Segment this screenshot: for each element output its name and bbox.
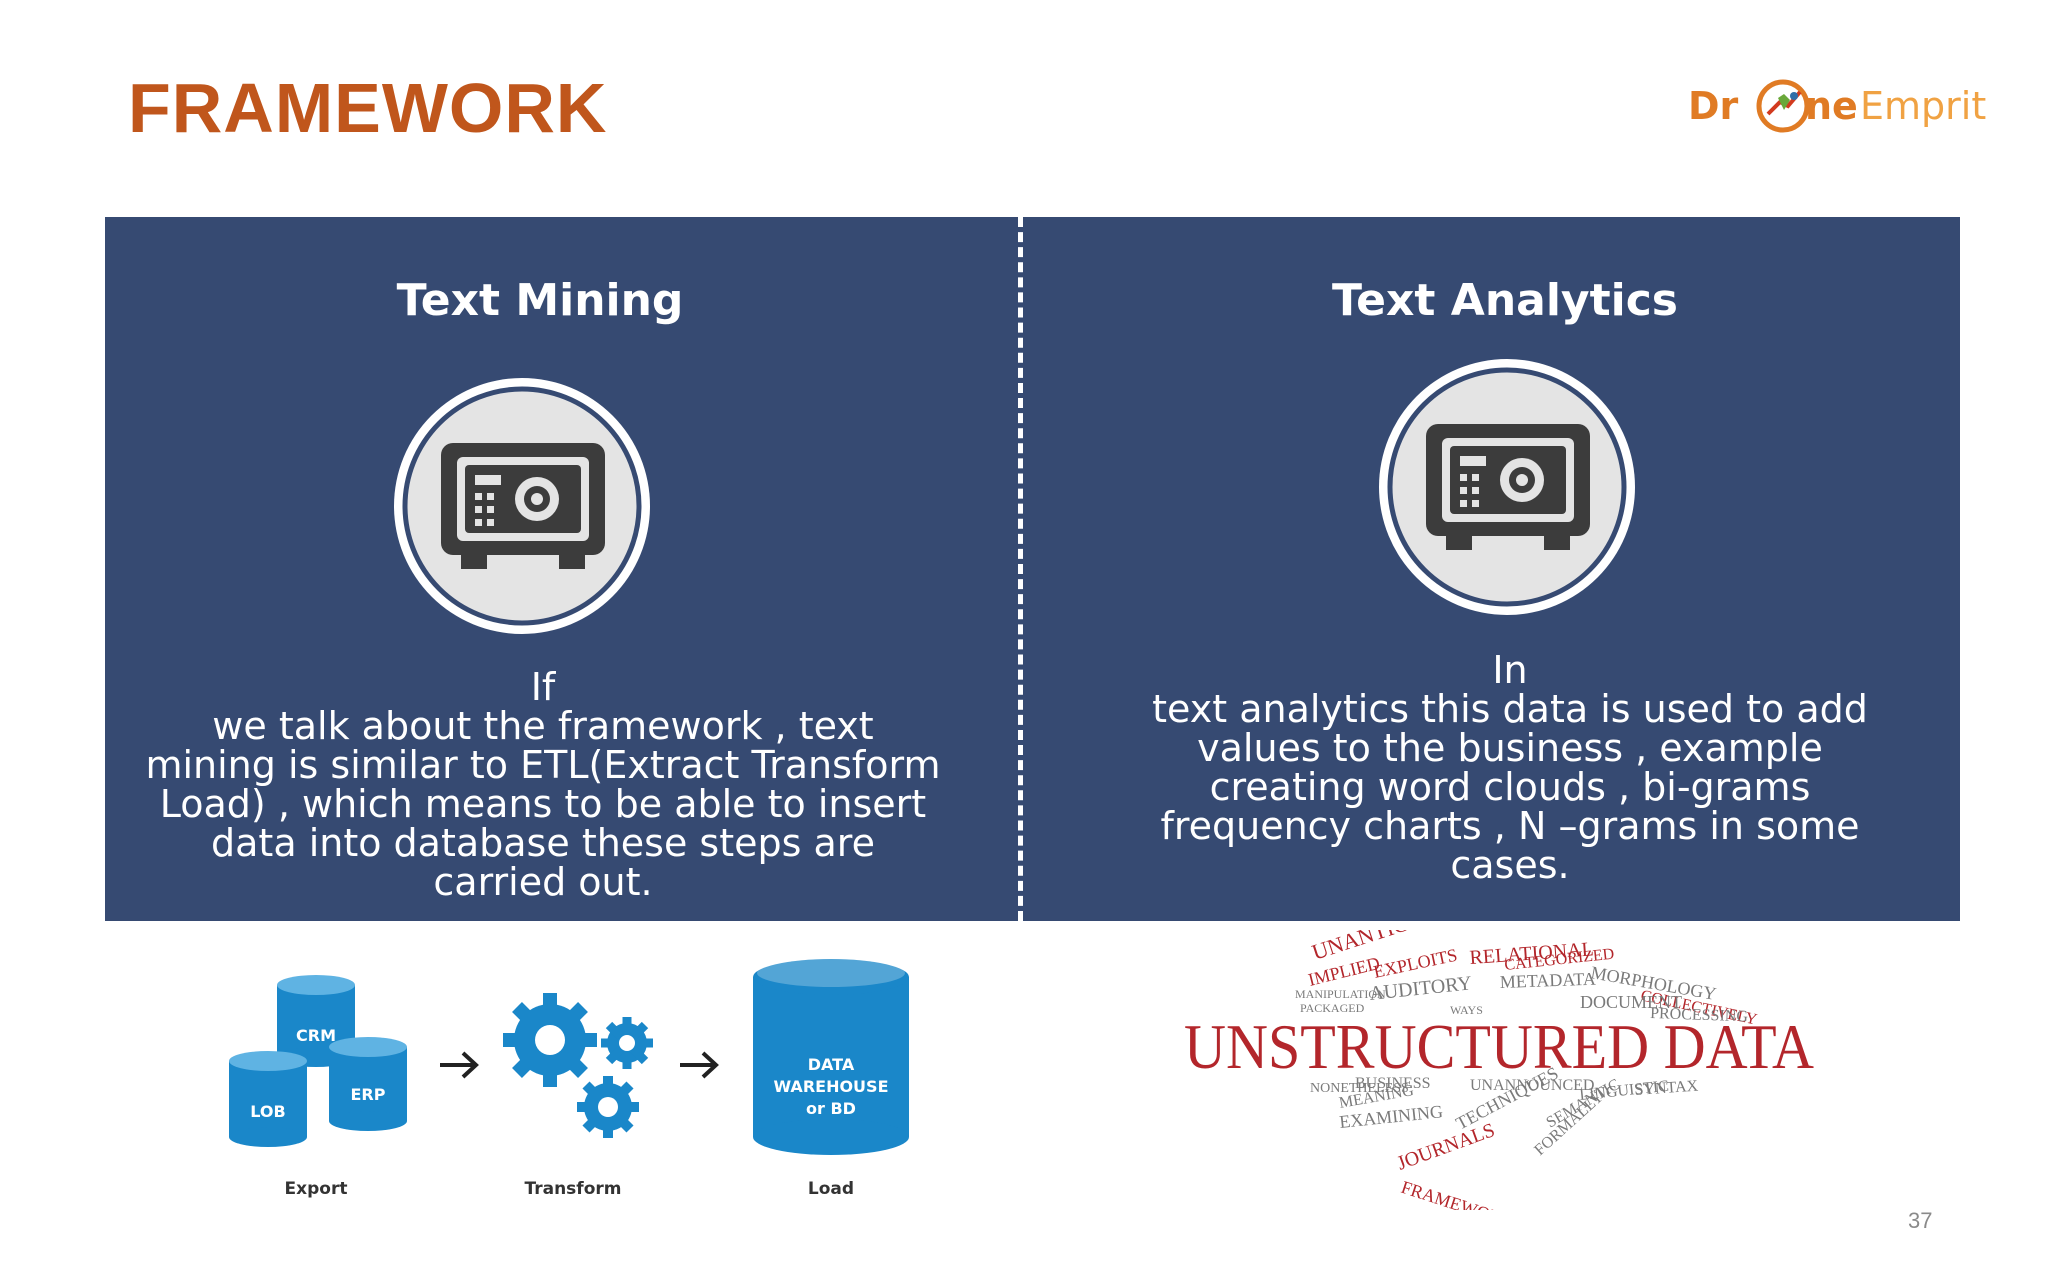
logo-text-emprit: Emprit: [1860, 84, 1987, 128]
etl-diagram: CRM ERP LOB DATA WAREHOUSE or BD Export …: [195, 935, 965, 1255]
arrow-icon: [680, 1051, 719, 1079]
lob-label: LOB: [250, 1102, 286, 1121]
erp-database-icon: [329, 1037, 407, 1131]
data-warehouse-icon: [753, 959, 909, 1155]
load-label: Load: [807, 1179, 855, 1199]
slide-title: FRAMEWORK: [128, 69, 608, 147]
word-cloud-word: UNANNOUNCED: [1470, 1077, 1594, 1094]
word-cloud-main-word: UNSTRUCTURED DATA: [1184, 1011, 1814, 1082]
export-label: Export: [284, 1179, 348, 1199]
text-analytics-body: In text analytics this data is used to a…: [1152, 648, 1868, 887]
safe-icon: [391, 375, 653, 637]
erp-label: ERP: [350, 1085, 386, 1104]
word-cloud-word: NONETHELESS: [1310, 1081, 1409, 1096]
warehouse-label-line2: WAREHOUSE: [773, 1077, 889, 1096]
arrow-icon: [440, 1051, 479, 1079]
gears-icon: [503, 993, 653, 1138]
word-cloud-word: METADATA: [1499, 969, 1596, 992]
droneemprit-logo: Dr ne Emprit: [1688, 74, 1986, 144]
word-cloud-word: JOURNALS: [1394, 1119, 1498, 1175]
warehouse-label-line1: DATA: [807, 1055, 855, 1074]
logo-text-ne: ne: [1805, 84, 1858, 128]
page-number: 37: [1908, 1208, 1933, 1233]
crm-label: CRM: [296, 1026, 336, 1045]
transform-label: Transform: [524, 1179, 622, 1199]
word-cloud-word: PROCESSING: [1650, 1005, 1749, 1025]
unstructured-data-word-cloud: UNANTICIPATEDRELATIONALMORPHOLOGYMETADAT…: [1170, 930, 1830, 1210]
safe-icon: [1376, 356, 1638, 618]
word-cloud-word: SYNTAX: [1634, 1078, 1699, 1099]
word-cloud-word: PACKAGED: [1300, 1001, 1365, 1015]
warehouse-label-line3: or BD: [806, 1099, 856, 1118]
word-cloud-word: WAYS: [1450, 1003, 1483, 1017]
panel-divider: [1018, 217, 1023, 921]
word-cloud-word: DOCUMENT: [1580, 992, 1682, 1012]
text-analytics-title: Text Analytics: [1332, 275, 1678, 326]
word-cloud-word: FORMALLY: [1531, 1088, 1607, 1159]
drone-icon: [1756, 79, 1810, 133]
lob-database-icon: [229, 1051, 307, 1147]
word-cloud-word: FRAMEWORK: [1399, 1177, 1516, 1210]
word-cloud-word: MANIPULATION: [1295, 987, 1386, 1001]
text-mining-body: If we talk about the framework , text mi…: [145, 665, 941, 904]
text-mining-title: Text Mining: [396, 275, 684, 326]
logo-text-dr: Dr: [1688, 84, 1739, 128]
word-cloud-word: BUSINESS: [1355, 1075, 1431, 1092]
